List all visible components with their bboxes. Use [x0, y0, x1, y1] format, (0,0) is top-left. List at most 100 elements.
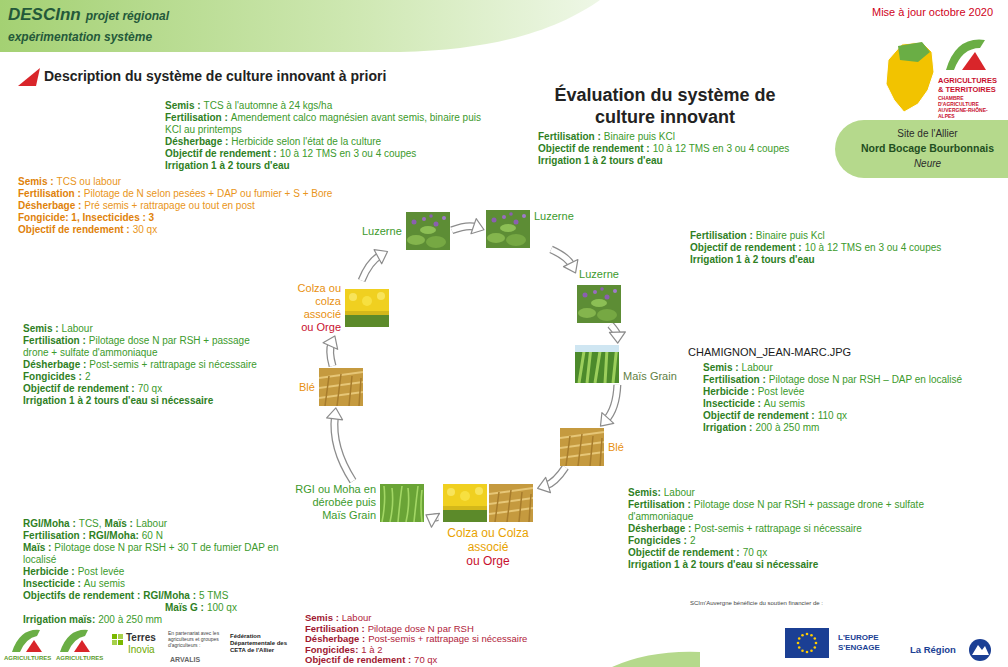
arrow-body: [545, 467, 565, 486]
eu-flag: [806, 633, 809, 636]
crop-node: Blé: [299, 368, 363, 406]
practice-block: Semis :LabourFertilisation :Pilotage dos…: [703, 362, 1004, 434]
practice-block: Semis :TCS ou labourFertilisation :Pilot…: [18, 176, 363, 236]
logo-text: AGRICULTURES: [4, 655, 51, 661]
crop-photos: [443, 484, 533, 522]
logo-text: AGRICULTURES: [56, 655, 103, 661]
crop-photos: [345, 289, 389, 327]
field-value: Labour: [742, 362, 773, 373]
crop-name: Maïs Grain: [623, 370, 677, 383]
crop-photo: [349, 293, 357, 301]
field-value: 5 TMS: [199, 590, 228, 601]
eu-flag: [814, 637, 817, 640]
region-logo: [972, 645, 989, 655]
practice-line: Objectifs de rendement :RGI/Moha :5 TMS: [23, 590, 288, 602]
crop-photo: [577, 285, 621, 323]
field-value: 10 à 12 TMS en 3 ou 4 coupes: [653, 143, 790, 154]
crop-photo: [447, 488, 455, 496]
field-value: Au semis: [84, 578, 125, 589]
chamber-logo: [962, 52, 986, 70]
practice-line: Fertilisation :Pilotage dose N par RSH: [305, 624, 605, 635]
cycle-arrow: [323, 336, 338, 366]
field-value: Post-semis + rattrapage si nécessaire: [694, 523, 862, 534]
crop-photo: [502, 215, 506, 219]
footer-swoosh: [612, 652, 700, 667]
practice-line: Maïs G :100 qx: [23, 602, 288, 614]
project-name: DESCInn: [8, 5, 81, 24]
field-key: Irrigation maïs:: [23, 614, 95, 625]
field-key: Maïs :: [23, 542, 51, 553]
region-logo: [969, 639, 991, 661]
crop-photo: [460, 491, 470, 501]
field-key: Semis :: [23, 323, 59, 334]
crop-photo: [406, 212, 450, 250]
funding-note: SCIm'Auvergne bénéficie du soutien finan…: [690, 600, 840, 606]
crop-photo: [422, 217, 426, 221]
crop-label: Maïs Grain: [623, 370, 677, 383]
eu-flag: [785, 628, 829, 658]
field-value: 70 qx: [743, 547, 767, 558]
cycle-arrow: [327, 408, 353, 481]
field-value: Pilotage dose N par RSH – DAP en localis…: [769, 374, 962, 385]
crop-name: ou Orge: [440, 554, 536, 568]
eu-flag: [801, 634, 804, 637]
eu-flag: [801, 650, 804, 653]
arrow-outline: [334, 416, 353, 481]
field-value: Post-semis + rattrapage si nécessaire: [89, 359, 257, 370]
region-map: [886, 42, 934, 112]
crop-node: Luzerne: [577, 268, 621, 323]
crop-photo: [443, 510, 487, 522]
field-key: Fertilisation :: [165, 112, 228, 123]
logo-text: ARVALIS: [170, 656, 200, 663]
arrow-head: [426, 513, 440, 527]
field-key: Insecticide :: [703, 398, 761, 409]
practice-line: Fertilisation :RGI/Moha:60 N: [23, 530, 288, 542]
field-key: Herbicide :: [703, 386, 755, 397]
practice-line: Fertilisation :Pilotage dose N par RSH +…: [628, 499, 928, 523]
field-value: 1 à 2: [361, 644, 382, 655]
crop-photo: [486, 210, 530, 248]
field-value: 2: [85, 371, 91, 382]
eu-flag: [797, 642, 800, 645]
field-key: Herbicide :: [23, 566, 75, 577]
crop-node: Luzerne: [486, 210, 574, 248]
arrow-head: [538, 477, 551, 492]
practice-line: Semis :TCS à l'automne à 24 kgs/ha: [165, 100, 485, 112]
crop-name: Luzerne: [362, 225, 402, 238]
practice-line: Irrigation 1 à 2 tours d'eau si nécessai…: [23, 395, 273, 407]
field-key: RGI/Moha:: [89, 530, 139, 541]
site-text: Site de l'Allier: [859, 126, 996, 141]
field-key: Objectif de rendement :: [703, 410, 815, 421]
chamber-logo: [946, 40, 986, 70]
crop-photo: [575, 345, 619, 352]
crop-name: Luzerne: [534, 210, 574, 223]
practice-line: Semis:Labour: [628, 487, 928, 499]
crop-name: Blé: [299, 381, 315, 394]
site-text: Neure: [859, 156, 996, 171]
crop-photo: [495, 490, 531, 522]
field-key: Désherbage :: [18, 200, 81, 211]
arrow-outline: [606, 385, 618, 420]
field-key: Irrigation 1 à 2 tours d'eau: [690, 254, 815, 265]
practice-block: RGI/Moha :TCS,Maïs :LabourFertilisation …: [23, 518, 288, 626]
practice-line: Insecticide :Au semis: [23, 578, 288, 590]
field-value: Pilotage de N selon pesées + DAP ou fumi…: [84, 188, 333, 199]
crop-photo: [345, 289, 389, 327]
arrow-head: [327, 408, 343, 420]
region-map: [898, 42, 930, 62]
crop-photo: [575, 345, 619, 383]
practice-line: Désherbage :Post-semis + rattrapage si n…: [23, 359, 273, 371]
practice-line: Herbicide :Post levée: [23, 566, 288, 578]
field-key: Semis :: [703, 362, 739, 373]
practice-line: Herbicide :Post levée: [703, 386, 1004, 398]
crop-photo: [500, 224, 516, 232]
practice-line: Objectif de rendement :70 qx: [628, 547, 928, 559]
crop-name: Blé: [608, 441, 624, 454]
crop-photo: [593, 290, 597, 294]
field-key: Fertilisation :: [23, 530, 86, 541]
partner-logo: [74, 640, 90, 652]
arrow-head: [323, 336, 338, 349]
logo-text: CHAMBRE D'AGRICULTURE AUVERGNE-RHÔNE-ALP…: [938, 95, 1004, 119]
field-key: Irrigation 1 à 2 tours d'eau: [165, 160, 290, 171]
arrow-body: [334, 416, 353, 481]
